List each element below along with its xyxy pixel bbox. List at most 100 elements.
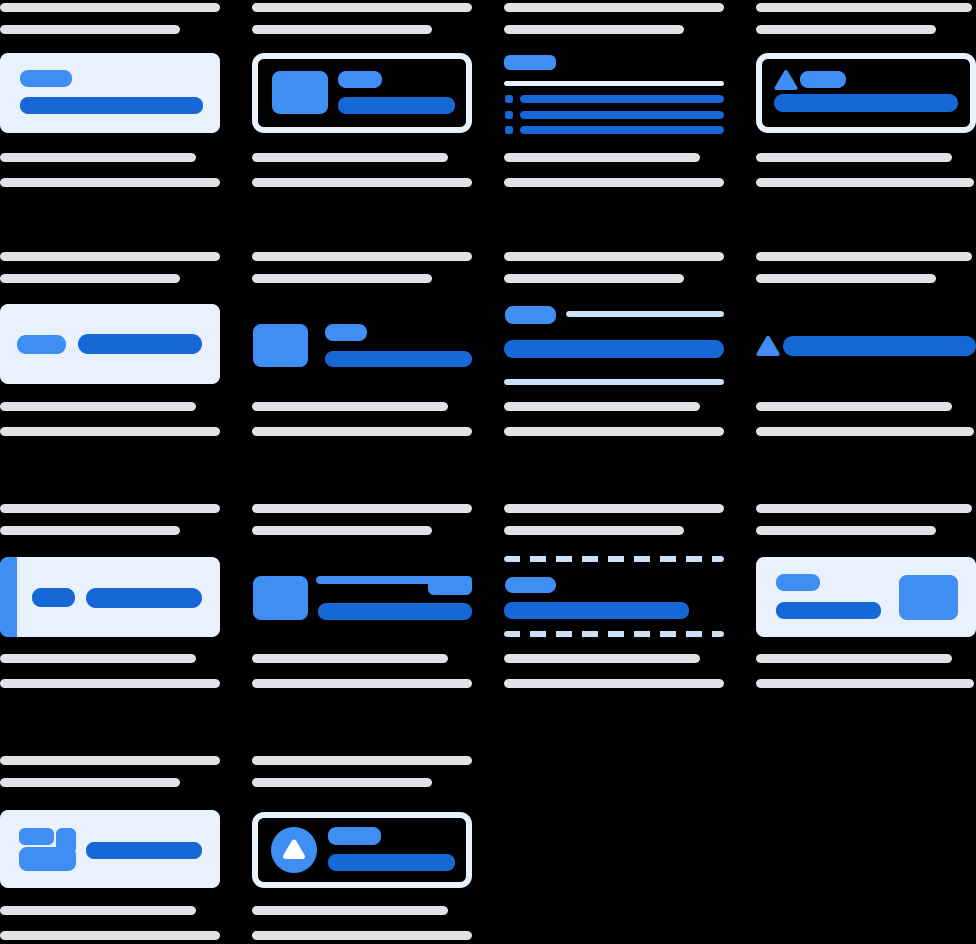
title-pill — [505, 577, 556, 593]
empty-cell — [504, 756, 724, 944]
text-line-skeleton — [0, 526, 181, 535]
text-line-skeleton — [252, 252, 472, 261]
title-pill — [505, 306, 556, 324]
text-line-skeleton — [504, 3, 724, 12]
square-icon — [253, 324, 308, 367]
badge-pill — [428, 576, 472, 595]
callout-outlined-icon — [252, 3, 472, 193]
text-line-skeleton — [756, 25, 937, 34]
text-line-skeleton — [756, 252, 972, 261]
text-line-skeleton — [504, 153, 700, 162]
callout-accent-bar — [0, 504, 220, 694]
callout-list — [504, 3, 724, 193]
body-pill — [86, 588, 202, 608]
callout-outlined-play — [252, 756, 472, 944]
text-line-skeleton — [756, 153, 952, 162]
body-pill — [20, 97, 203, 114]
text-line-skeleton — [0, 504, 220, 513]
text-line-skeleton — [504, 427, 724, 436]
text-line-skeleton — [756, 427, 974, 436]
text-line-skeleton — [252, 153, 448, 162]
list-item-pill — [520, 95, 724, 103]
body-pill — [776, 602, 881, 619]
text-line-skeleton — [504, 526, 685, 535]
text-line-skeleton — [252, 679, 472, 688]
body-pill — [504, 602, 689, 619]
text-line-skeleton — [756, 679, 974, 688]
callout-card — [756, 557, 976, 637]
stacked-block — [19, 828, 54, 845]
callout-card — [0, 304, 220, 384]
text-line-skeleton — [504, 402, 700, 411]
list-item-pill — [520, 111, 724, 119]
meta-line — [316, 576, 472, 584]
square-icon — [253, 576, 308, 620]
title-pill — [32, 588, 75, 607]
text-line-skeleton — [0, 3, 220, 12]
text-line-skeleton — [252, 178, 472, 187]
text-line-skeleton — [252, 25, 433, 34]
meta-line — [504, 379, 724, 385]
callout-card — [252, 812, 472, 888]
list-bullet-icon — [505, 111, 513, 119]
empty-cell — [756, 756, 976, 944]
text-line-skeleton — [0, 274, 181, 283]
title-pill — [17, 335, 66, 354]
text-line-skeleton — [252, 504, 472, 513]
body-pill — [328, 854, 455, 871]
callout-filled-inline — [0, 252, 220, 442]
text-line-skeleton — [0, 778, 181, 787]
callout-filled-media-right — [756, 504, 976, 694]
text-line-skeleton — [252, 427, 472, 436]
text-line-skeleton — [756, 274, 937, 283]
text-line-skeleton — [0, 906, 196, 915]
text-line-skeleton — [756, 504, 972, 513]
callout-dashed-section — [504, 504, 724, 694]
title-pill — [800, 71, 846, 88]
text-line-skeleton — [504, 504, 724, 513]
stacked-block — [19, 847, 76, 871]
callout-outlined-warning — [756, 3, 976, 193]
callout-card — [0, 810, 220, 888]
callout-bare-warning — [756, 252, 976, 442]
text-line-skeleton — [252, 778, 433, 787]
text-line-skeleton — [504, 274, 685, 283]
text-line-skeleton — [0, 756, 220, 765]
title-pill — [338, 71, 382, 88]
text-line-skeleton — [0, 402, 196, 411]
list-item-pill — [520, 126, 724, 134]
title-pill — [325, 324, 367, 341]
left-accent-bar — [0, 557, 17, 637]
text-line-skeleton — [504, 178, 724, 187]
text-line-skeleton — [756, 654, 952, 663]
callout-card — [0, 53, 220, 133]
divider-rule — [504, 81, 724, 86]
body-pill — [338, 97, 455, 114]
callout-card — [0, 557, 220, 637]
callout-icon-meta — [252, 504, 472, 694]
wireframe-row-4 — [0, 756, 976, 944]
text-line-skeleton — [0, 153, 196, 162]
play-circle-icon — [271, 827, 317, 873]
warning-triangle-icon — [756, 336, 780, 356]
text-line-skeleton — [252, 931, 472, 940]
text-line-skeleton — [504, 654, 700, 663]
text-line-skeleton — [0, 427, 220, 436]
text-line-skeleton — [252, 402, 448, 411]
title-pill — [776, 574, 820, 591]
stacked-blocks-icon — [19, 828, 76, 871]
callout-filled-stacked — [0, 3, 220, 193]
dashed-divider — [504, 556, 724, 562]
text-line-skeleton — [756, 178, 974, 187]
text-line-skeleton — [252, 274, 433, 283]
text-line-skeleton — [504, 252, 724, 261]
text-line-skeleton — [0, 25, 181, 34]
callout-filled-stacked-icon — [0, 756, 220, 944]
text-line-skeleton — [0, 654, 196, 663]
wireframe-row-3 — [0, 504, 976, 694]
wireframe-row-1 — [0, 3, 976, 193]
body-pill — [318, 603, 472, 620]
text-line-skeleton — [252, 906, 448, 915]
body-pill — [78, 334, 202, 354]
